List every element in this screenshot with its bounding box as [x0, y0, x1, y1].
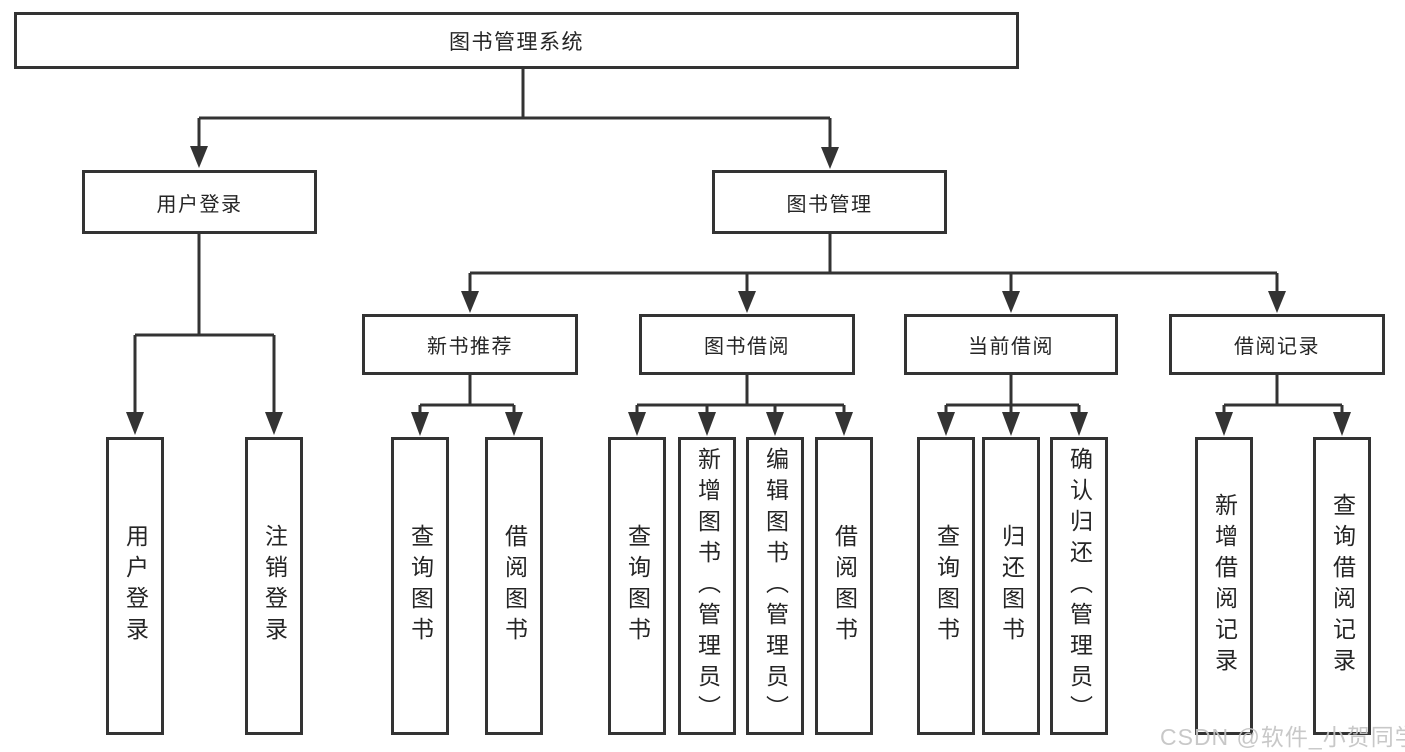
arrowhead — [1002, 291, 1020, 313]
node-label: 图书管理 — [786, 193, 873, 216]
arrowhead — [738, 291, 756, 313]
watermark: CSDN @软件_小贺同学 — [1160, 724, 1405, 750]
leaf-label: 查询图书 — [407, 524, 434, 648]
leaf-confirm-return-admin: 确认归还（管理员） — [1050, 437, 1108, 735]
arrowhead — [698, 412, 716, 436]
leaf-label: 查询借阅记录 — [1329, 493, 1356, 679]
leaf-return-books: 归还图书 — [982, 437, 1040, 735]
leaf-query-books-current: 查询图书 — [917, 437, 975, 735]
arrowhead — [766, 412, 784, 436]
leaf-label: 新增借阅记录 — [1211, 493, 1238, 679]
node-label: 用户登录 — [156, 193, 243, 216]
arrowhead — [411, 412, 429, 436]
node-label: 图书借阅 — [704, 336, 790, 358]
leaf-borrow-books-recommend: 借阅图书 — [485, 437, 543, 735]
arrowhead — [1268, 291, 1286, 313]
leaf-label: 查询图书 — [933, 524, 960, 648]
leaf-label: 确认归还（管理员） — [1066, 447, 1093, 726]
leaf-edit-book-admin: 编辑图书（管理员） — [746, 437, 804, 735]
leaf-borrow-books-borrowing: 借阅图书 — [815, 437, 873, 735]
node-label: 当前借阅 — [968, 336, 1054, 358]
leaf-label: 新增图书（管理员） — [694, 447, 721, 726]
node-borrowing-records: 借阅记录 — [1169, 314, 1385, 375]
leaf-label: 用户登录 — [122, 524, 149, 648]
leaf-label: 借阅图书 — [831, 524, 858, 648]
node-new-book-recommend: 新书推荐 — [362, 314, 578, 375]
leaf-label: 借阅图书 — [501, 524, 528, 648]
node-label: 借阅记录 — [1234, 336, 1320, 358]
arrowhead — [1002, 412, 1020, 436]
arrowhead — [937, 412, 955, 436]
leaf-label: 注销登录 — [261, 524, 288, 648]
arrowhead — [821, 147, 839, 169]
arrowhead — [126, 412, 144, 435]
leaf-query-books-recommend: 查询图书 — [391, 437, 449, 735]
leaf-logout: 注销登录 — [245, 437, 303, 735]
arrowhead — [505, 412, 523, 436]
arrowhead — [1215, 412, 1233, 436]
leaf-add-book-admin: 新增图书（管理员） — [678, 437, 736, 735]
leaf-add-borrow-record: 新增借阅记录 — [1195, 437, 1253, 735]
arrowhead — [835, 412, 853, 436]
node-current-borrowing: 当前借阅 — [904, 314, 1118, 375]
leaf-label: 归还图书 — [998, 524, 1025, 648]
leaf-label: 查询图书 — [624, 524, 651, 648]
arrowhead — [1333, 412, 1351, 436]
node-library-management-system: 图书管理系统 — [14, 12, 1019, 69]
leaf-user-login: 用户登录 — [106, 437, 164, 735]
arrowhead — [265, 412, 283, 435]
leaf-query-books-borrowing: 查询图书 — [608, 437, 666, 735]
node-label: 图书管理系统 — [449, 30, 584, 54]
leaf-query-borrow-record: 查询借阅记录 — [1313, 437, 1371, 735]
node-book-management: 图书管理 — [712, 170, 947, 234]
leaf-label: 编辑图书（管理员） — [762, 447, 789, 726]
arrowhead — [1070, 412, 1088, 436]
arrowhead — [190, 146, 208, 168]
node-user-login: 用户登录 — [82, 170, 317, 234]
arrowhead — [461, 291, 479, 313]
node-label: 新书推荐 — [427, 336, 513, 358]
arrowhead — [628, 412, 646, 436]
node-book-borrowing: 图书借阅 — [639, 314, 855, 375]
